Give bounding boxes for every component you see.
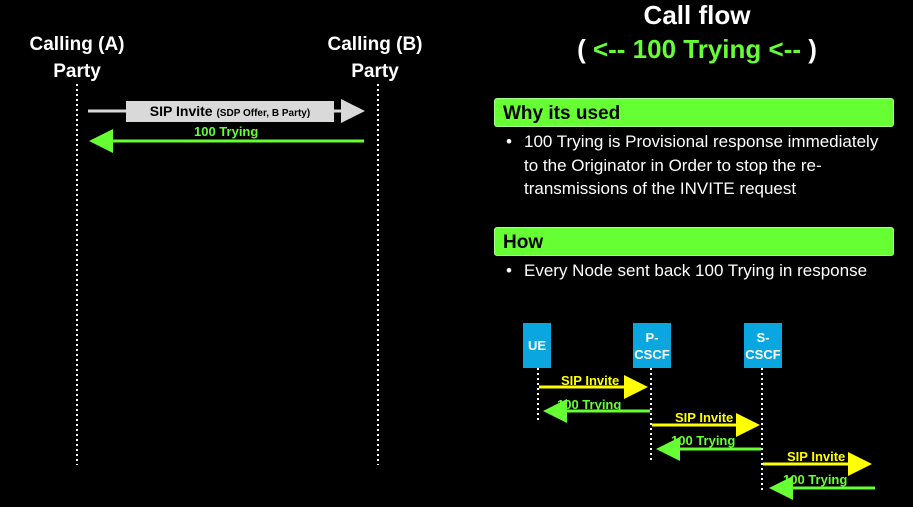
node-scscf-line2: CSCF: [745, 346, 781, 362]
node-pcscf-line1: P-: [645, 329, 659, 345]
node-ue-line1: UE: [527, 338, 547, 353]
node-scscf: S- CSCF: [744, 323, 782, 368]
mini-msg-5: SIP Invite: [787, 449, 846, 464]
bullet-dot: •: [506, 132, 512, 151]
slide-title: Call flow: [643, 0, 751, 30]
trying-label: 100 Trying: [194, 124, 259, 139]
sip-invite-text: SIP Invite: [149, 103, 213, 119]
why-bullet: • 100 Trying is Provisional response imm…: [506, 130, 896, 201]
mini-msg-1: SIP Invite: [561, 373, 620, 388]
why-bullet-text: 100 Trying is Provisional response immed…: [524, 132, 879, 198]
subtitle-open: (: [577, 34, 593, 64]
how-bullet-text: Every Node sent back 100 Trying in respo…: [524, 261, 868, 280]
node-scscf-line1: S-: [756, 329, 770, 345]
mini-msg-2: 100 Trying: [557, 397, 622, 412]
subtitle-main: <-- 100 Trying <--: [592, 34, 802, 64]
party-a-line1: Calling (A): [29, 34, 125, 55]
party-b-line1: Calling (B): [327, 34, 423, 55]
node-pcscf: P- CSCF: [633, 323, 671, 368]
slide-subtitle: ( <-- 100 Trying <-- ): [487, 34, 907, 65]
why-header: Why its used: [494, 98, 894, 127]
how-bullet: • Every Node sent back 100 Trying in res…: [506, 259, 896, 283]
sip-invite-label: SIP Invite (SDP Offer, B Party): [126, 101, 334, 122]
how-header: How: [494, 227, 894, 256]
node-ue: UE: [523, 323, 551, 368]
mini-msg-4: 100 Trying: [671, 433, 736, 448]
party-b-line2: Party: [351, 61, 399, 82]
sip-invite-detail: (SDP Offer, B Party): [216, 108, 311, 119]
node-pcscf-line2: CSCF: [634, 346, 670, 362]
party-a-label: Calling (A) Party: [12, 31, 142, 85]
mini-msg-6: 100 Trying: [783, 472, 848, 487]
party-a-line2: Party: [53, 61, 101, 82]
party-b-label: Calling (B) Party: [310, 31, 440, 85]
bullet-dot: •: [506, 261, 512, 280]
mini-msg-3: SIP Invite: [675, 410, 734, 425]
subtitle-close: ): [801, 34, 817, 64]
